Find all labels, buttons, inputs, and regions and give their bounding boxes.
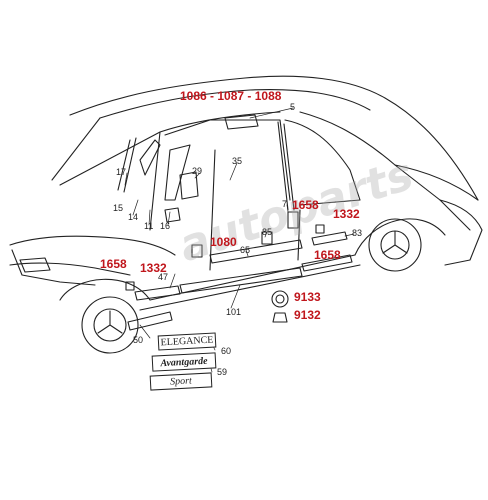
windshield-frame [51,111,281,186]
roof-clip [224,114,259,130]
moulding-101 [179,267,303,294]
highlight-label-9133: 9133 [294,290,321,304]
part-label-47: 47 [158,272,169,282]
part-label-11: 11 [144,221,154,231]
highlight-label-1332-right: 1332 [333,207,360,221]
part-label-17: 17 [116,167,127,177]
highlight-label-1658-left: 1658 [100,257,127,271]
moulding-47 [134,285,181,301]
part-label-35: 35 [232,156,243,166]
moulding-83 [311,231,348,246]
part-label-5: 5 [290,102,296,112]
moulding-rear [301,254,353,272]
rear-deck [394,164,479,231]
part-label-15: 15 [113,203,124,213]
rear-window [299,111,441,201]
b-pillar [277,121,295,211]
part-label-101: 101 [226,307,242,317]
part-label-59: 59 [217,367,228,377]
avantgarde-badge: Avantgarde [151,352,217,372]
part-label-83: 83 [352,228,363,238]
part-label-60: 60 [221,346,232,356]
moulding-1080 [209,239,303,264]
rear-quarter [439,199,483,266]
front-wheel-arch [59,278,151,301]
part-label-65: 65 [240,245,251,255]
roof-inner-outline [99,89,371,119]
moulding-50 [127,311,173,331]
part-9132 [272,312,288,323]
part-9133 [271,290,289,308]
rear-wheel [368,218,422,272]
highlight-label-1658-right: 1658 [314,248,341,262]
part-label-7: 7 [282,199,288,209]
part-label-29: 29 [192,166,203,176]
door-seam [209,149,301,271]
roof-outline [69,75,479,201]
part-label-16: 16 [160,221,171,231]
front-wheel [81,296,139,354]
rear-wheel-arch [354,218,446,256]
hood-outline [9,235,176,256]
highlight-label-9132: 9132 [294,308,321,322]
sill-line [139,254,361,311]
front-face [11,249,96,286]
highlight-label-1086-1087-1088: 1086 - 1087 - 1088 [180,89,282,103]
highlight-label-1658-center: 1658 [292,198,319,212]
headlight [19,257,51,273]
part-label-85: 85 [262,227,273,237]
part-label-50: 50 [133,335,144,345]
elegance-badge: ELEGANCE [157,332,217,351]
highlight-label-1332-left: 1332 [140,261,167,275]
part-label-14: 14 [128,212,139,222]
highlight-label-1080: 1080 [210,235,237,249]
rear-door-frame [284,119,361,206]
